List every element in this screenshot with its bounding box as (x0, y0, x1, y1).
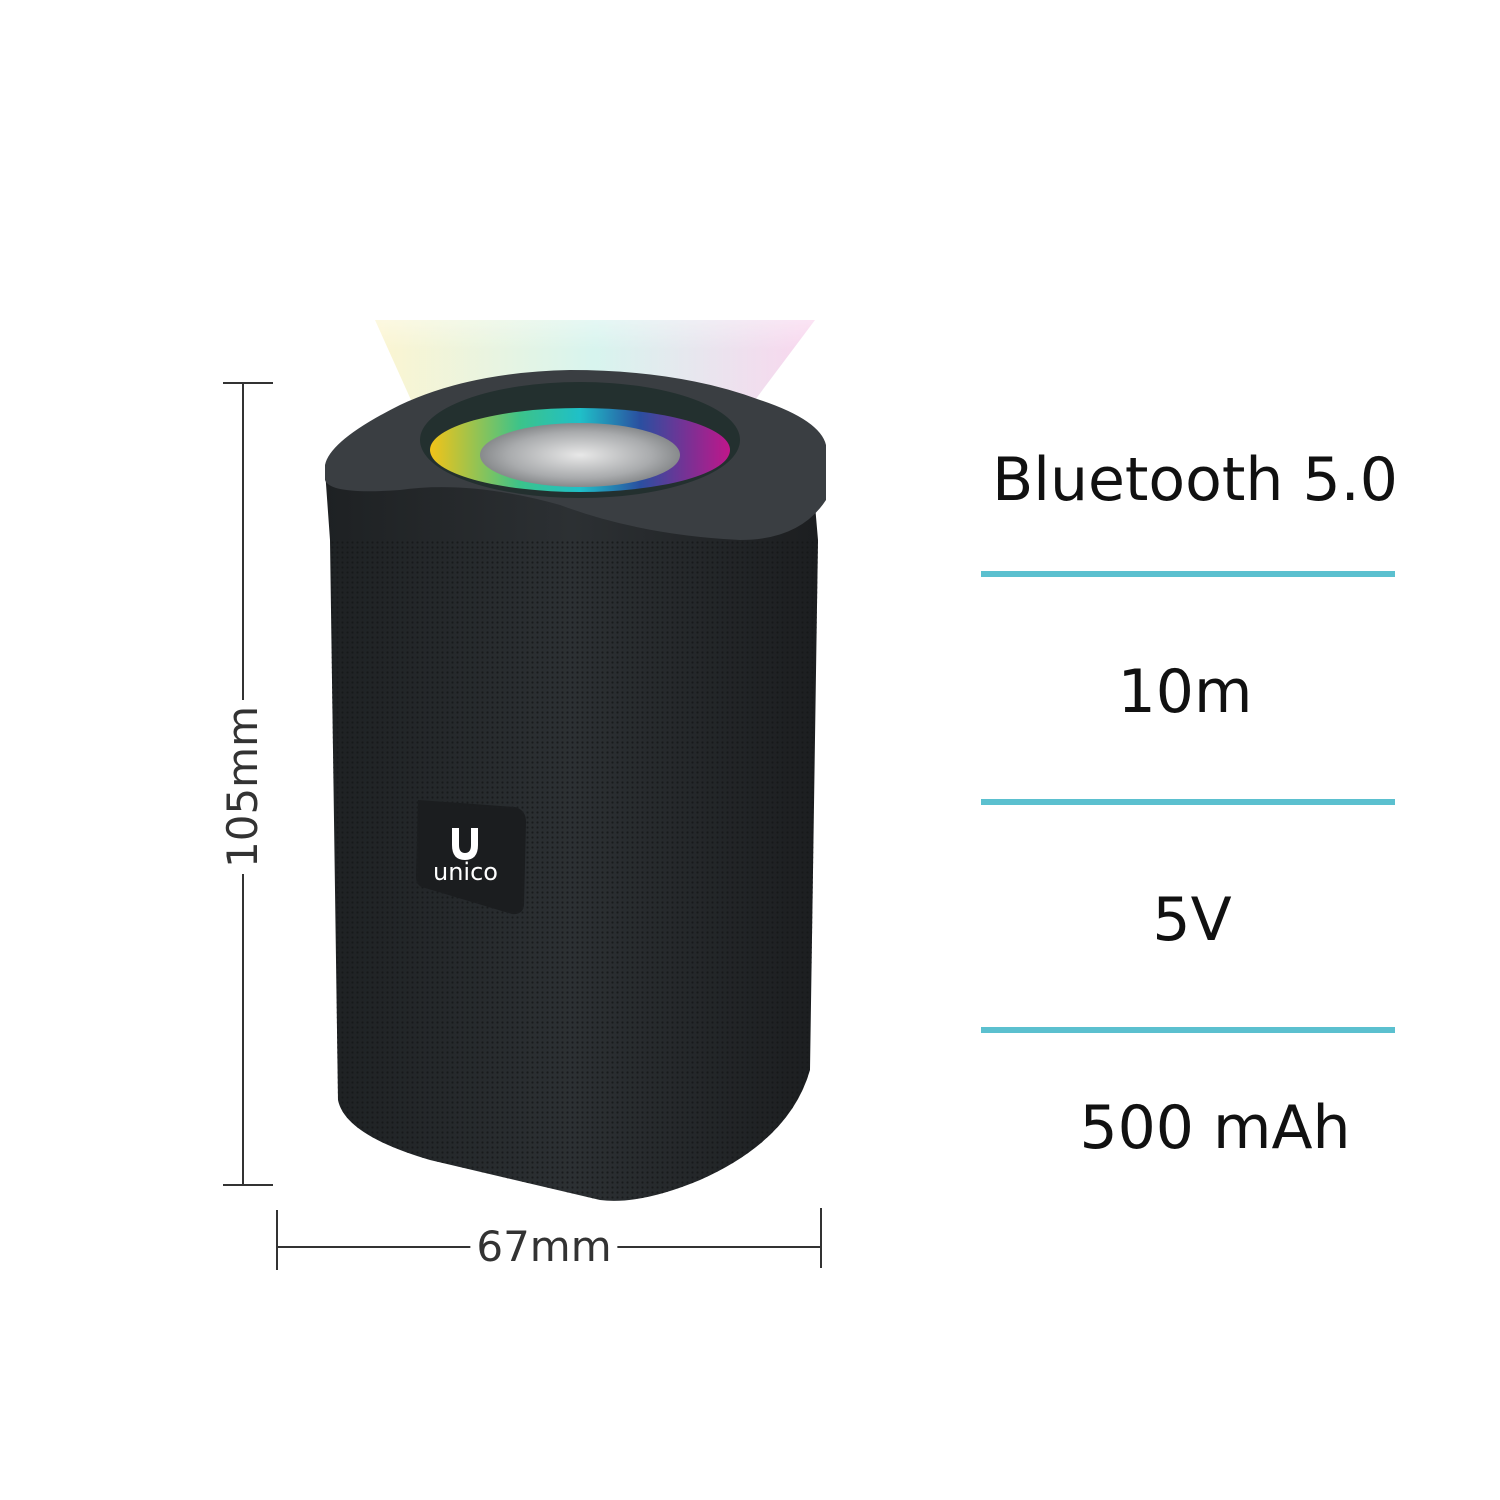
spec-bluetooth: Bluetooth 5.0 (992, 445, 1398, 515)
logo-badge: unico (416, 800, 526, 915)
spec-battery: 500 mAh (1079, 1093, 1351, 1163)
svg-text:unico: unico (433, 858, 498, 886)
spec-range: 10m (1117, 657, 1253, 727)
divider (981, 1027, 1395, 1033)
height-label: 105mm (218, 700, 267, 874)
volume-knob[interactable] (480, 423, 680, 487)
divider (981, 799, 1395, 805)
spec-voltage: 5V (1152, 885, 1232, 955)
logo-u-icon (452, 828, 478, 860)
divider (981, 571, 1395, 577)
width-label: 67mm (470, 1226, 618, 1268)
